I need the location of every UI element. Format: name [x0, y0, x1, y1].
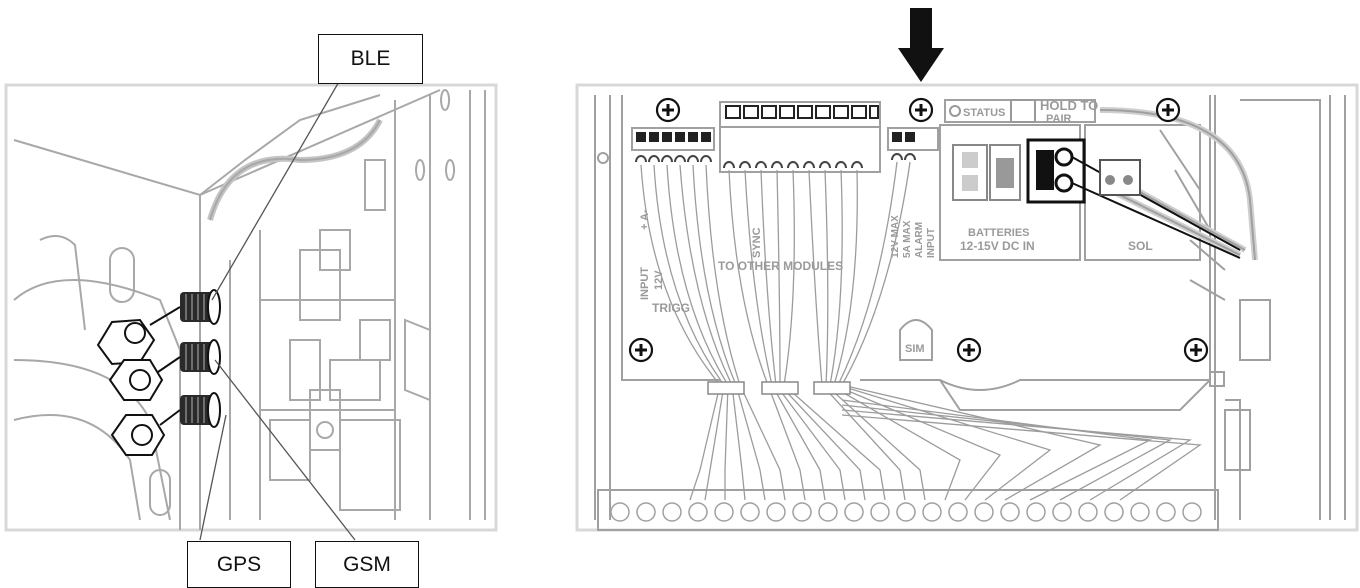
- ble-label: BLE: [350, 47, 391, 70]
- left-panel: [4, 79, 498, 541]
- gsm-label: GSM: [343, 552, 391, 576]
- pair-button: [949, 99, 1036, 123]
- gsm-callout: GSM: [315, 541, 419, 588]
- sim-label: SIM: [905, 343, 925, 355]
- batteries-voltage-label: 12-15V DC IN: [960, 239, 1035, 253]
- battery-connector: [952, 144, 1021, 201]
- alarm-input-label: INPUT: [926, 228, 937, 258]
- status-label: STATUS: [963, 107, 1005, 119]
- wire-harness: [640, 161, 1202, 501]
- sync-label: SYNC: [751, 227, 763, 258]
- max-label: 12V MAX: [890, 215, 901, 258]
- batteries-label: BATTERIES: [968, 227, 1030, 239]
- hold-to-pair-label-2: PAIR: [1046, 113, 1072, 125]
- top-terminal-row: [725, 105, 879, 119]
- solar-label: SOL: [1128, 239, 1153, 253]
- plus-a-label: + A-: [639, 209, 651, 230]
- trigger-label: TRIGG: [652, 301, 690, 315]
- highlighted-power-connector: [1026, 138, 1241, 259]
- gps-label: GPS: [216, 552, 262, 576]
- leader-lines: [199, 79, 356, 541]
- down-arrow-icon: [898, 8, 944, 82]
- v12-label: 12V: [653, 270, 665, 290]
- gps-connector: [180, 392, 221, 428]
- mounting-screws: [628, 97, 1209, 363]
- right-panel: STATUS HOLD TO PAIR BATTERIES 12-15V DC …: [575, 8, 1359, 532]
- to-other-modules-label: TO OTHER MODULES: [718, 259, 843, 273]
- ble-connector: [180, 289, 221, 325]
- input-label: INPUT: [639, 267, 651, 300]
- alarm-label: ALARM: [914, 222, 925, 258]
- max2-label: 5A MAX: [902, 220, 913, 258]
- antenna-connectors: [96, 289, 221, 456]
- gsm-connector: [180, 339, 221, 375]
- ble-callout: BLE: [318, 34, 423, 84]
- gps-callout: GPS: [187, 541, 291, 588]
- hold-to-pair-label: HOLD TO: [1040, 98, 1098, 113]
